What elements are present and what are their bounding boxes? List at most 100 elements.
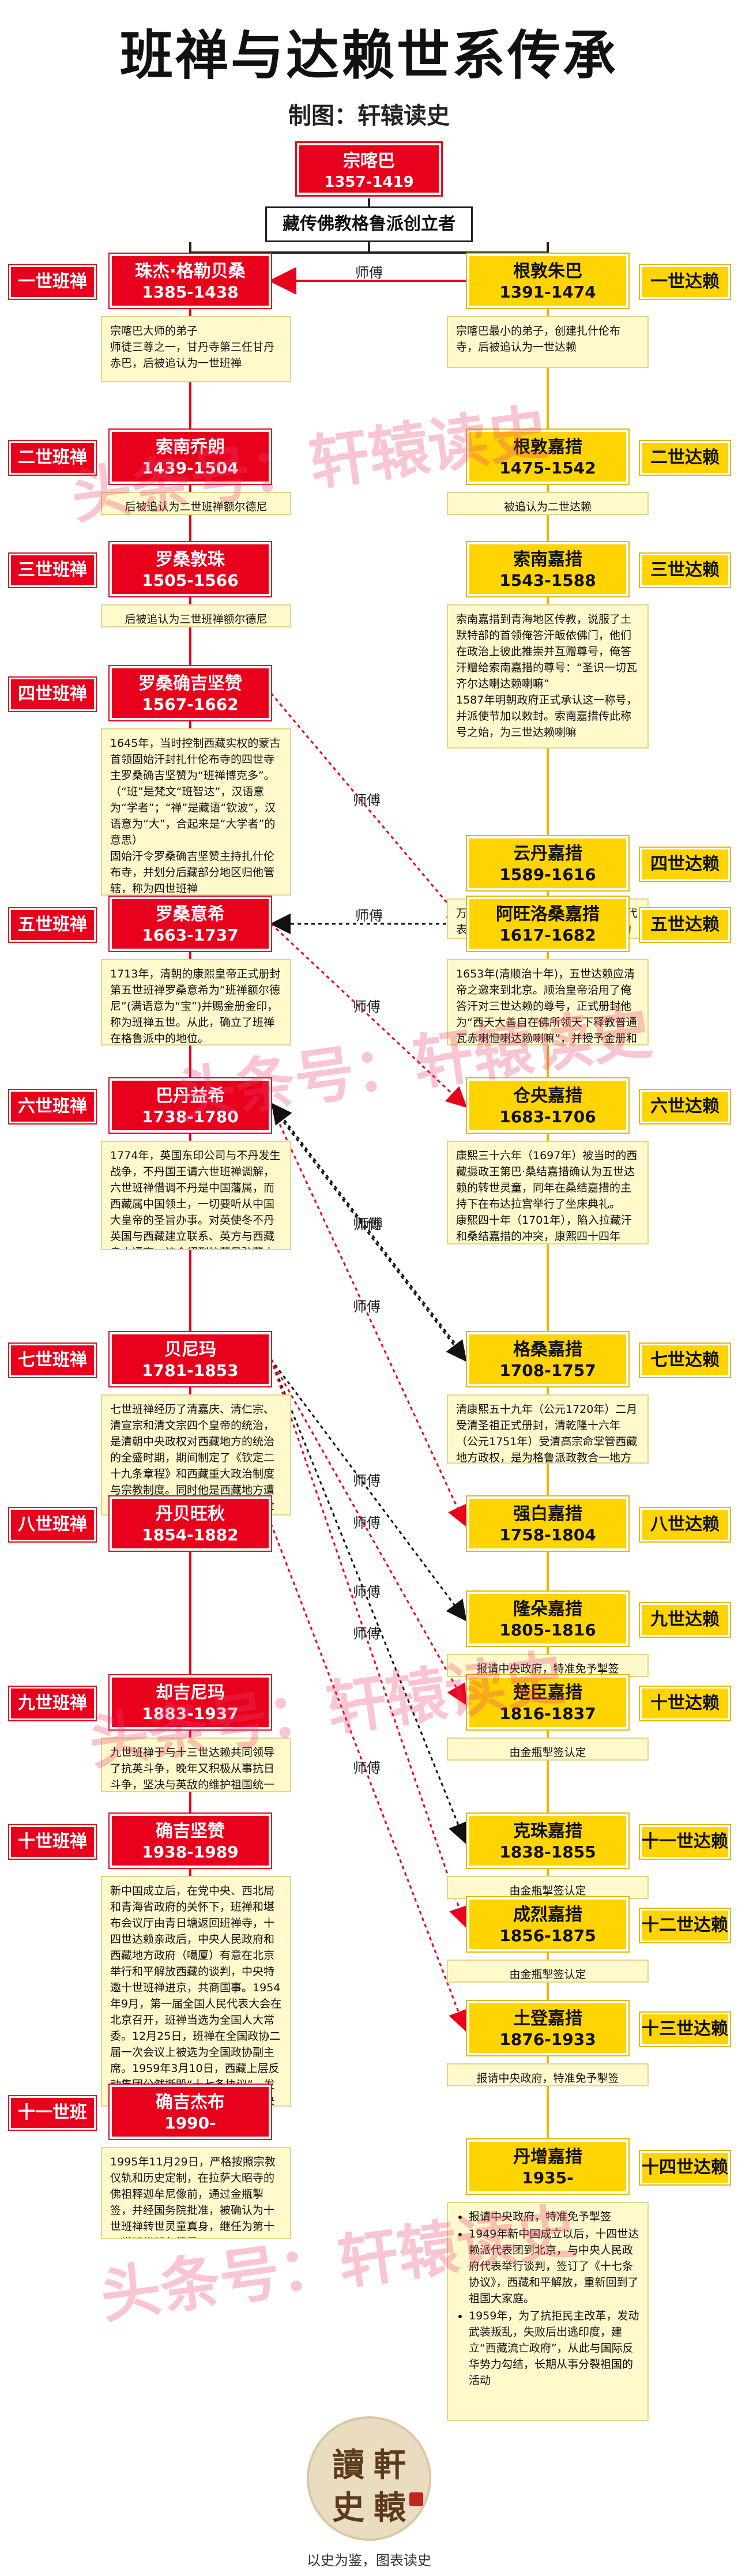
dalai-name: 索南嘉措 <box>513 550 582 570</box>
panchen-note: 宗喀巴大师的弟子 师徒三尊之一，甘丹寺第三任甘丹赤巴，后被追认为一世班禅 <box>101 316 291 382</box>
dalai-note: 清康熙五十九年（公元1720年）二月受清圣祖正式册封，清乾隆十六年（公元1751… <box>447 1394 649 1464</box>
founder-box: 宗喀巴 1357-1419 <box>295 141 443 197</box>
dalai-dates: 1475-1542 <box>499 458 596 477</box>
logo-char: 軒 <box>374 2446 406 2484</box>
dalai-name: 阿旺洛桑嘉措 <box>496 904 600 924</box>
teacher-arrow <box>270 1359 467 1622</box>
panchen-note: 后被追认为二世班禅额尔德尼 <box>101 492 291 515</box>
seal-icon <box>409 2492 423 2506</box>
panchen-dates: 1990- <box>164 2114 216 2133</box>
teacher-label: 师傅 <box>353 1584 381 1600</box>
teacher-arrow <box>270 1359 466 1706</box>
dalai-generation-tag: 六世达赖 <box>639 1089 731 1125</box>
panchen-dates: 1663-1737 <box>142 926 239 945</box>
dalai-name: 楚臣嘉措 <box>513 1683 582 1703</box>
teacher-arrow <box>271 1103 468 1360</box>
dalai-note: 由金瓶掣签认定 <box>447 1876 649 1899</box>
dalai-name: 根敦朱巴 <box>513 261 582 281</box>
dalai-name: 土登嘉措 <box>513 2009 582 2029</box>
panchen-generation-tag: 八世班禅 <box>8 1507 97 1543</box>
panchen-generation-tag: 一世班禅 <box>8 264 97 300</box>
dalai-name: 克珠嘉措 <box>513 1821 582 1841</box>
panchen-box: 珠杰·格勒贝桑 1385-1438 <box>108 253 272 309</box>
panchen-note: 后被追认为三世班禅额尔德尼 <box>101 604 291 627</box>
page-title: 班禅与达赖世系传承 <box>119 25 618 87</box>
dalai-dates: 1708-1757 <box>499 1361 596 1380</box>
panchen-dates: 1781-1853 <box>142 1361 239 1380</box>
logo-char: 史 <box>332 2489 364 2527</box>
dalai-note: 被追认为二世达赖 <box>447 492 649 515</box>
dalai-dates: 1589-1616 <box>499 865 596 884</box>
panchen-note: 新中国成立后，在党中央、西北局和青海省政府的关怀下，班禅和堪布会议厅由青日塘返回… <box>101 1876 291 2107</box>
panchen-name: 罗桑敦珠 <box>156 550 225 570</box>
teacher-label: 师傅 <box>353 1514 381 1531</box>
panchen-generation-tag: 九世班禅 <box>8 1686 97 1721</box>
dalai-note: 报请中央政府，特准免予掣签 <box>447 1654 649 1677</box>
teacher-label: 师傅 <box>353 1626 381 1642</box>
panchen-dates: 1505-1566 <box>142 571 239 590</box>
dalai-dates: 1617-1682 <box>499 926 596 945</box>
dalai-dates: 1683-1706 <box>499 1107 596 1126</box>
dalai-note: 报请中央政府，特准免予掣签 <box>447 2063 649 2086</box>
panchen-name: 巴丹益希 <box>156 1086 225 1106</box>
panchen-generation-tag: 七世班禅 <box>8 1342 97 1378</box>
dalai-generation-tag: 十一世达赖 <box>639 1824 731 1860</box>
brand-logo: 讀 軒 史 轅 <box>307 2416 431 2541</box>
panchen-note: 1645年，当时控制西藏实权的蒙古首领固始汗封扎什伦布寺的四世寺主罗桑确吉坚赞为… <box>101 728 291 896</box>
teacher-label: 师傅 <box>355 1216 383 1232</box>
panchen-note: 1995年11月29日，严格按照宗教仪轨和历史定制，在拉萨大昭寺的佛祖释迦牟尼像… <box>101 2147 291 2239</box>
panchen-dates: 1385-1438 <box>142 283 239 302</box>
panchen-name: 珠杰·格勒贝桑 <box>135 261 246 281</box>
dalai-name: 隆朵嘉措 <box>513 1599 582 1619</box>
dalai-note: 1653年(清顺治十年)，五世达赖应清帝之邀来到北京。顺治皇帝沿用了俺答汗对三世… <box>447 959 649 1046</box>
panchen-note: 1713年，清朝的康熙皇帝正式册封第五世班禅罗桑意希为“班禅额尔德尼”(满语意为… <box>101 959 291 1046</box>
dalai-generation-tag: 七世达赖 <box>639 1342 731 1378</box>
dalai-generation-tag: 三世达赖 <box>639 552 731 588</box>
dalai-dates: 1856-1875 <box>499 1926 596 1945</box>
panchen-generation-tag: 六世班禅 <box>8 1089 97 1125</box>
panchen-name: 贝尼玛 <box>164 1340 216 1360</box>
teacher-arrow <box>270 1105 467 1362</box>
dalai-dates: 1758-1804 <box>499 1525 596 1544</box>
teacher-label: 师傅 <box>355 265 383 281</box>
founder-dates: 1357-1419 <box>324 174 414 191</box>
dalai-generation-tag: 五世达赖 <box>639 907 731 943</box>
panchen-name: 索南乔朗 <box>156 437 225 457</box>
panchen-name: 确吉坚赞 <box>156 1821 225 1841</box>
panchen-generation-tag: 十世班禅 <box>8 1824 97 1860</box>
creator-label: 藏传佛教格鲁派创立者 <box>265 206 473 242</box>
teacher-arrow <box>270 1523 469 2032</box>
panchen-generation-tag: 十一世班禅 <box>8 2095 97 2153</box>
teacher-label: 师傅 <box>353 998 381 1015</box>
dalai-name: 仓央嘉措 <box>513 1086 582 1106</box>
teacher-arrow <box>270 1359 469 1928</box>
panchen-name: 却吉尼玛 <box>156 1683 225 1703</box>
panchen-dates: 1738-1780 <box>142 1107 239 1126</box>
panchen-dates: 1938-1989 <box>142 1842 239 1862</box>
dalai-generation-tag: 九世达赖 <box>639 1602 731 1638</box>
dalai-generation-tag: 二世达赖 <box>639 440 731 476</box>
page-subtitle: 制图：轩辕读史 <box>288 103 450 129</box>
panchen-dates: 1883-1937 <box>142 1704 239 1723</box>
dalai-name: 丹增嘉措 <box>513 2147 582 2167</box>
dalai-generation-tag: 十二世达赖 <box>639 1908 731 1943</box>
dalai-generation-tag: 八世达赖 <box>639 1507 731 1543</box>
panchen-name: 罗桑确吉坚赞 <box>138 674 242 694</box>
dalai-name: 云丹嘉措 <box>513 844 582 864</box>
teacher-arrow <box>270 693 467 927</box>
panchen-name: 丹贝旺秋 <box>156 1504 225 1524</box>
panchen-generation-tag: 二世班禅 <box>8 440 97 476</box>
